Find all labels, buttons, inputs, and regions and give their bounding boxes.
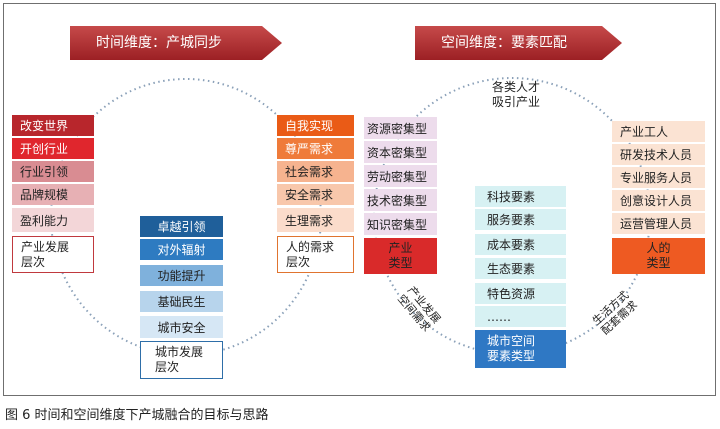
space-element-item: 成本要素 <box>475 234 566 255</box>
figure-caption: 图 6 时间和空间维度下产城融合的目标与思路 <box>5 408 269 423</box>
people-type-item: 创意设计人员 <box>612 190 705 211</box>
human-need-item: 安全需求 <box>277 184 354 205</box>
people-type-item: 研发技术人员 <box>612 144 705 165</box>
people-type-item: 专业服务人员 <box>612 167 705 188</box>
industry-level-item: 改变世界 <box>12 115 94 136</box>
city-level-item: 城市安全 <box>140 316 223 338</box>
city-level-item: 对外辐射 <box>140 239 223 260</box>
space-element-item: 服务要素 <box>475 209 566 230</box>
city-level-item: 卓越引领 <box>140 216 223 237</box>
space-element-item: 科技要素 <box>475 186 566 207</box>
human-needs-label: 人的需求层次 <box>277 236 354 273</box>
space-element-item: 特色资源 <box>475 283 566 304</box>
banner-space-dimension: 空间维度：要素匹配 <box>415 26 622 60</box>
industry-levels-label: 产业发展层次 <box>12 236 94 273</box>
city-levels-label: 城市发展层次 <box>140 341 223 379</box>
industry-level-item: 品牌规模 <box>12 184 94 205</box>
human-need-item: 自我实现 <box>277 115 354 136</box>
people-type-item: 运营管理人员 <box>612 213 705 234</box>
human-need-item: 尊严需求 <box>277 138 354 159</box>
industry-type-item: 知识密集型 <box>364 213 437 235</box>
space-elements-label: 城市空间要素类型 <box>475 330 566 368</box>
human-need-item: 生理需求 <box>277 208 354 232</box>
human-need-item: 社会需求 <box>277 161 354 182</box>
industry-level-item: 盈利能力 <box>12 208 94 232</box>
city-level-item: 基础民生 <box>140 291 223 312</box>
industry-level-item: 行业引领 <box>12 161 94 182</box>
city-level-item: 功能提升 <box>140 265 223 286</box>
banner-time-dimension: 时间维度：产城同步 <box>70 26 282 60</box>
people-type-item: 产业工人 <box>612 121 705 142</box>
industry-level-item: 开创行业 <box>12 138 94 159</box>
industry-type-item: 资源密集型 <box>364 117 437 139</box>
industry-type-item: 资本密集型 <box>364 141 437 163</box>
industry-type-item: 劳动密集型 <box>364 165 437 187</box>
people-types-label: 人的类型 <box>612 238 705 274</box>
figure-frame <box>3 3 716 396</box>
industry-type-item: 技术密集型 <box>364 189 437 211</box>
space-element-item: …… <box>475 306 566 327</box>
space-element-item: 生态要素 <box>475 258 566 279</box>
annotation-talent-attracts-industry: 各类人才吸引产业 <box>491 80 540 109</box>
industry-types-label: 产业类型 <box>364 238 437 274</box>
